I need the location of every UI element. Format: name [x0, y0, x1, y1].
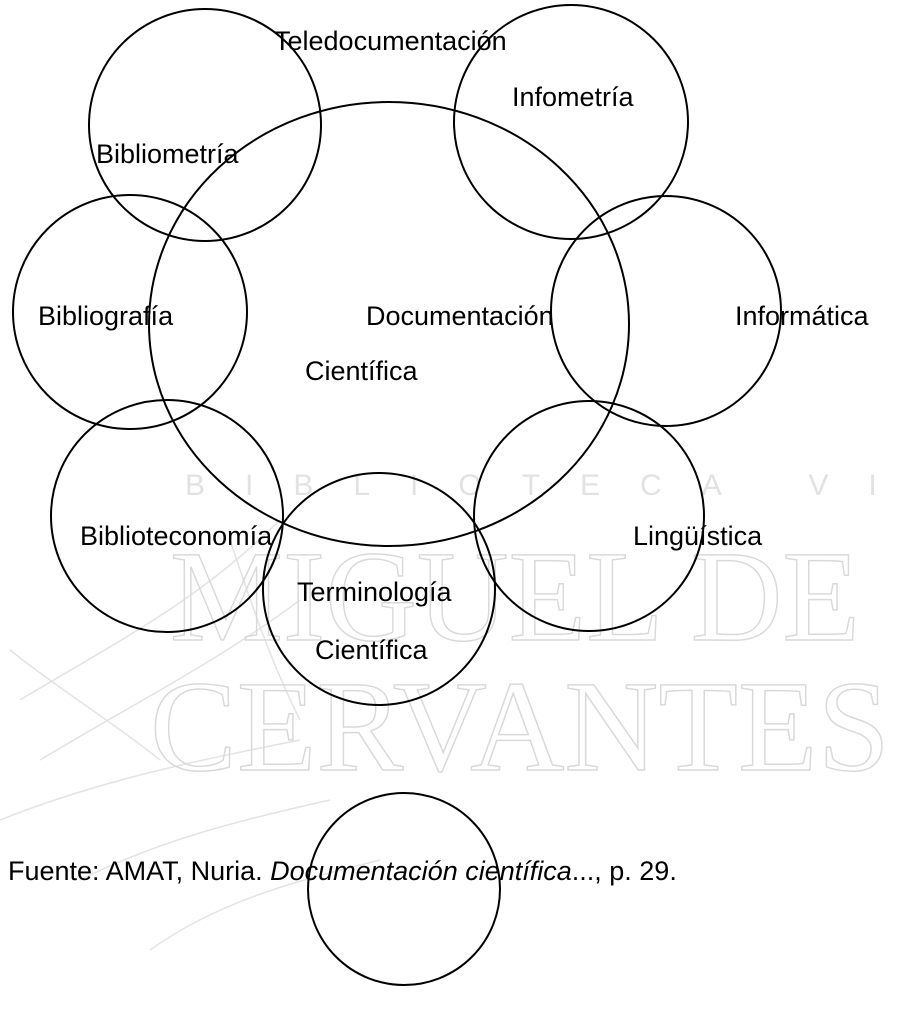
- watermark-line1: MIGUEL DE: [170, 525, 860, 669]
- empty-circle: [307, 792, 501, 986]
- watermark-line2: CERVANTES: [150, 655, 890, 799]
- label-informatica: Informática: [735, 301, 870, 331]
- source-citation: Fuente: AMAT, Nuria. Documentación cient…: [8, 856, 677, 886]
- center-circle: [148, 101, 630, 547]
- source-suffix: ..., p. 29.: [572, 856, 677, 886]
- label-bibliografia: Bibliografía: [38, 301, 174, 331]
- watermark-plant-illustration: [0, 519, 381, 951]
- label-terminologia: Terminología: [297, 577, 453, 607]
- source-title: Documentación científica: [270, 856, 572, 886]
- label-cientifica: Científica: [305, 356, 419, 386]
- terminologia-circle: [262, 472, 496, 706]
- biblioteconomia-circle: [50, 399, 284, 633]
- label-biblioteconomia: Biblioteconomía: [80, 521, 273, 551]
- bibliometria-circle: [88, 8, 322, 242]
- watermark: BIBLIOTECA VIRTUAL MIGUEL DE CERVANTES: [0, 469, 901, 951]
- label-bibliometria: Bibliometría: [96, 139, 240, 169]
- linguistica-circle: [473, 400, 705, 632]
- label-linguistica: Lingüística: [633, 521, 763, 551]
- infometria-circle: [453, 4, 689, 240]
- informatica-circle: [550, 195, 782, 427]
- label-terminologia-cientifica: Científica: [315, 635, 429, 665]
- label-documentacion: Documentación: [366, 301, 554, 331]
- label-infometria: Infometría: [512, 82, 635, 112]
- source-prefix: Fuente: AMAT, Nuria.: [8, 856, 270, 886]
- label-teledocumentacion: Teledocumentación: [274, 26, 507, 56]
- watermark-top-line: BIBLIOTECA VIRTUAL: [185, 469, 901, 502]
- bibliografia-circle: [12, 194, 248, 430]
